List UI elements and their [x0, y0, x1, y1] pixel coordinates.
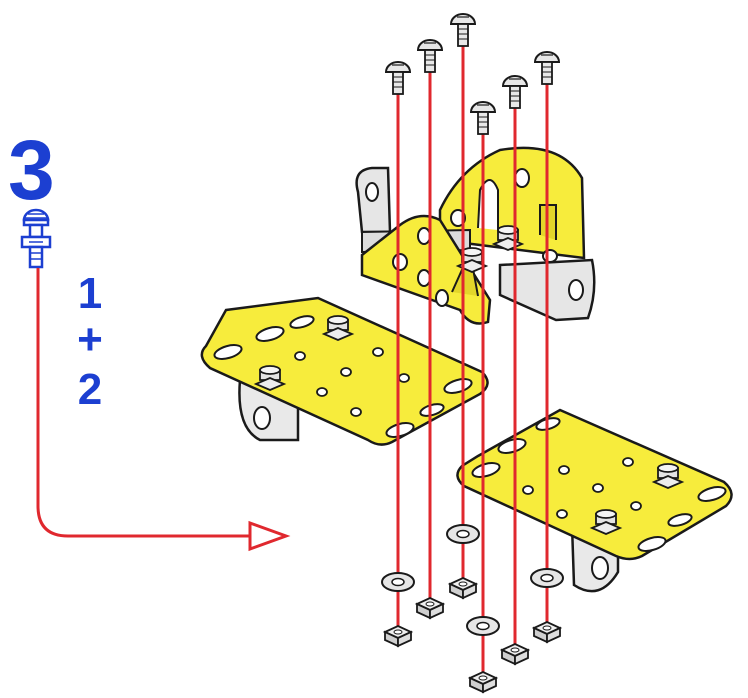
square-nuts	[385, 578, 560, 692]
bolt	[418, 40, 442, 72]
quantity-first: 1	[70, 272, 110, 316]
square-nut	[385, 626, 411, 646]
square-nut	[502, 644, 528, 664]
bolt	[535, 52, 559, 84]
quantity-second: 2	[70, 368, 110, 412]
outline-arrow-right-icon	[250, 523, 286, 549]
washer	[467, 617, 499, 635]
washers	[382, 525, 563, 635]
square-nut	[534, 622, 560, 642]
top-nut	[592, 510, 620, 534]
top-nut	[654, 464, 682, 488]
bolt	[386, 62, 410, 94]
bolt	[451, 14, 475, 46]
washer	[531, 569, 563, 587]
square-nut	[417, 598, 443, 618]
quantity-plus-sign: +	[70, 318, 110, 362]
square-nut	[450, 578, 476, 598]
bolt-with-nut-icon	[22, 210, 50, 267]
top-nut	[324, 316, 352, 340]
bolts	[386, 14, 559, 134]
square-nut	[470, 672, 496, 692]
washer	[447, 525, 479, 543]
washer	[382, 573, 414, 591]
top-nut	[494, 226, 522, 250]
top-nut	[256, 366, 284, 390]
bolt	[503, 76, 527, 108]
right-flanged-plate	[457, 410, 731, 559]
step-number: 3	[8, 128, 55, 212]
bolt	[471, 102, 495, 134]
